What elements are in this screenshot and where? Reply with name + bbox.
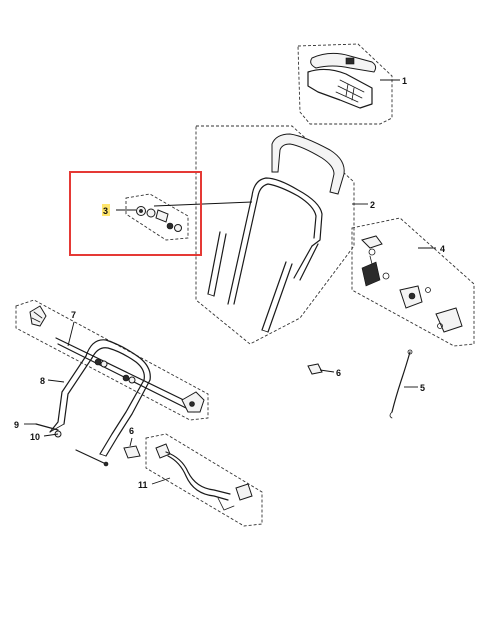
- callout-6-lower: 6: [129, 426, 134, 436]
- part-6-upper: [307, 363, 323, 375]
- callout-3: 3: [103, 206, 108, 216]
- part-group-2: [195, 125, 355, 345]
- callout-4: 4: [440, 244, 445, 254]
- callout-5: 5: [420, 383, 425, 393]
- part-group-4: [351, 217, 475, 347]
- callout-1: 1: [402, 76, 407, 86]
- highlight-marker: [102, 204, 110, 216]
- part-9-10-hardware: [35, 423, 109, 467]
- callout-6-upper: 6: [336, 368, 341, 378]
- callout-2: 2: [370, 200, 375, 210]
- part-group-3: [125, 193, 253, 241]
- part-group-11: [145, 433, 263, 527]
- callout-labels: 1 2 3 4 5 6 6 7 8 9 10 11: [14, 76, 445, 490]
- part-group-1: [297, 43, 393, 125]
- callout-8: 8: [40, 376, 45, 386]
- callout-7: 7: [71, 310, 76, 320]
- highlight-box: [69, 171, 202, 256]
- part-6-lower: [123, 445, 141, 459]
- leader-lines: [24, 79, 436, 485]
- part-group-5: [389, 349, 413, 419]
- callout-10: 10: [30, 432, 40, 442]
- part-group-8: [49, 355, 151, 457]
- callout-9: 9: [14, 420, 19, 430]
- callout-11: 11: [138, 480, 148, 490]
- part-group-7: [15, 299, 209, 421]
